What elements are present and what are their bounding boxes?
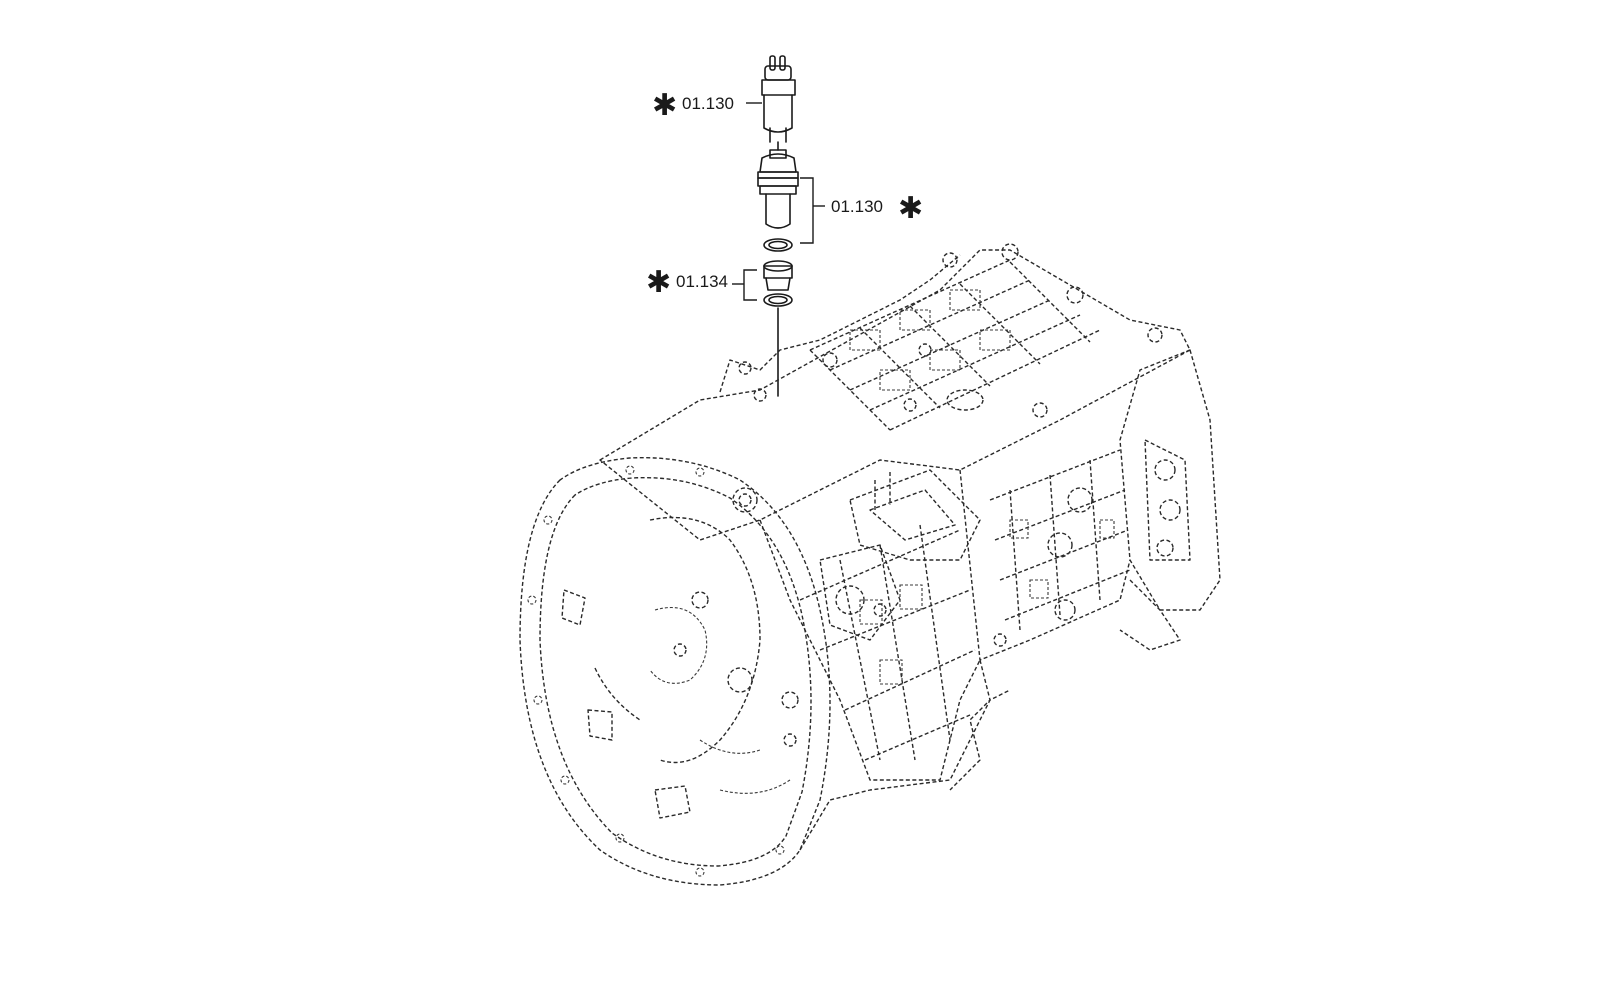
star-marker: ✱ — [652, 88, 677, 123]
callout-sensor-assembly[interactable]: 01.130 ✱ — [800, 177, 923, 244]
callout-upper-sensor[interactable]: ✱ 01.130 — [652, 88, 762, 123]
lower-o-ring[interactable] — [763, 293, 793, 307]
bracket — [800, 177, 814, 244]
star-marker: ✱ — [898, 191, 923, 226]
sensor-body-part[interactable] — [757, 149, 799, 229]
callout-label: 01.134 — [676, 272, 728, 291]
upper-sensor-part[interactable] — [761, 55, 796, 151]
gearbox-housing — [519, 243, 1221, 886]
star-marker: ✱ — [646, 265, 671, 300]
callout-label: 01.130 — [831, 197, 883, 216]
plug-part[interactable] — [763, 260, 793, 291]
bracket — [743, 269, 757, 301]
upper-o-ring[interactable] — [763, 238, 793, 252]
callout-label: 01.130 — [682, 94, 734, 113]
callout-plug-seal-set[interactable]: ✱ 01.134 — [646, 265, 757, 301]
